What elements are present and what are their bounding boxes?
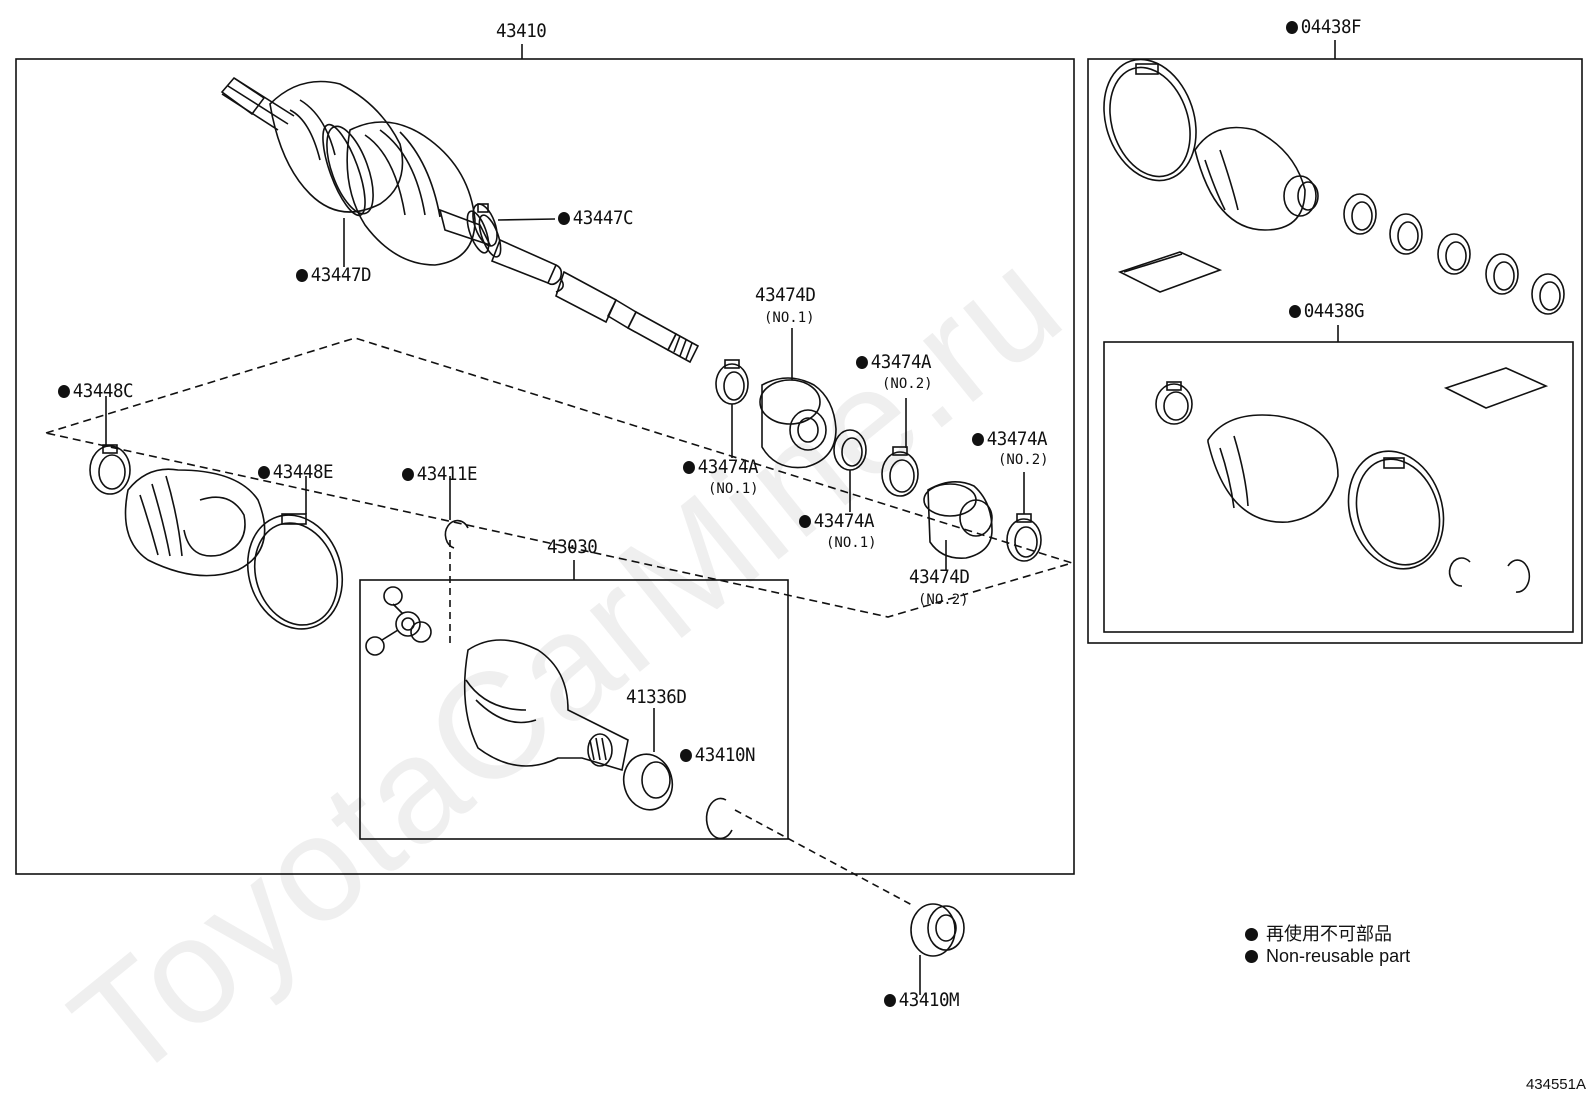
label-43447C[interactable]: 43447C	[558, 207, 634, 229]
non-reusable-dot	[558, 212, 570, 225]
frame-04438F	[1087, 58, 1583, 644]
sublabel-43474A-no1-mid: (NO.1)	[826, 535, 877, 551]
snap-ring-43411E	[444, 519, 469, 549]
tripod-joint	[365, 586, 432, 656]
legend-line-jp: 再使用不可部品	[1245, 920, 1392, 946]
label-43410M[interactable]: 43410M	[884, 989, 960, 1011]
seal-43410M	[910, 903, 965, 957]
non-reusable-dot	[856, 356, 868, 369]
label-43474A-no2-right[interactable]: 43474A	[972, 428, 1048, 450]
frame-43030	[359, 579, 789, 840]
non-reusable-dot	[402, 468, 414, 481]
sublabel-43474D-no1: (NO.1)	[764, 310, 815, 326]
inboard-joint-housing	[463, 639, 629, 772]
clamp-43447D	[322, 123, 366, 217]
drive-shaft-assembly	[220, 76, 700, 364]
non-reusable-dot	[258, 466, 270, 479]
label-41336D[interactable]: 41336D	[626, 686, 687, 708]
clamp-43474A-c	[881, 446, 919, 497]
label-43410N[interactable]: 43410N	[680, 744, 756, 766]
kit-outline	[45, 337, 1075, 618]
label-43410[interactable]: 43410	[496, 20, 547, 42]
legend-line-en: Non-reusable part	[1245, 946, 1410, 967]
sublabel-43474D-no2: (NO.2)	[918, 592, 969, 608]
non-reusable-dot	[972, 433, 984, 446]
label-04438F[interactable]: 04438F	[1286, 16, 1362, 38]
label-43411E[interactable]: 43411E	[402, 463, 478, 485]
non-reusable-dot	[1245, 950, 1258, 963]
figure-id: 434551A	[1525, 1076, 1586, 1093]
kit-04438F-parts	[1103, 58, 1565, 315]
damper-43474D-no2	[923, 481, 993, 559]
non-reusable-dot	[1289, 305, 1301, 318]
sublabel-43474A-no2-right: (NO.2)	[998, 452, 1049, 468]
label-43474D-no2[interactable]: 43474D	[909, 566, 970, 588]
label-43474A-no2-top[interactable]: 43474A	[856, 351, 932, 373]
frame-43410	[15, 58, 1075, 875]
label-43448C[interactable]: 43448C	[58, 380, 134, 402]
clamp-43474A-a	[715, 359, 749, 405]
non-reusable-dot	[680, 749, 692, 762]
clamp-43474A-d	[1006, 513, 1042, 562]
label-43448E[interactable]: 43448E	[258, 461, 334, 483]
label-43474A-no1-mid[interactable]: 43474A	[799, 510, 875, 532]
kit-04438G-parts	[1155, 367, 1549, 593]
band-43448E	[246, 513, 344, 630]
label-43030[interactable]: 43030	[547, 536, 598, 558]
label-43474D-no1[interactable]: 43474D	[755, 284, 816, 306]
frame-04438G	[1103, 341, 1574, 633]
ring-43410N	[705, 797, 733, 840]
clamp-43447C	[472, 203, 498, 247]
non-reusable-dot	[58, 385, 70, 398]
label-43447D[interactable]: 43447D	[296, 264, 372, 286]
label-04438G[interactable]: 04438G	[1289, 300, 1365, 322]
non-reusable-dot	[799, 515, 811, 528]
inner-boot	[124, 468, 266, 577]
non-reusable-dot	[1245, 928, 1258, 941]
non-reusable-dot	[884, 994, 896, 1007]
seal-41336D	[622, 753, 674, 811]
non-reusable-dot	[683, 461, 695, 474]
damper-43474D-no1	[759, 377, 837, 469]
label-43474A-no1-left[interactable]: 43474A	[683, 456, 759, 478]
boot-43448C-clamp	[89, 444, 131, 495]
sublabel-43474A-no1-left: (NO.1)	[708, 481, 759, 497]
clamp-43474A-b	[833, 429, 867, 471]
non-reusable-dot	[1286, 21, 1298, 34]
non-reusable-dot	[296, 269, 308, 282]
sublabel-43474A-no2-top: (NO.2)	[882, 376, 933, 392]
